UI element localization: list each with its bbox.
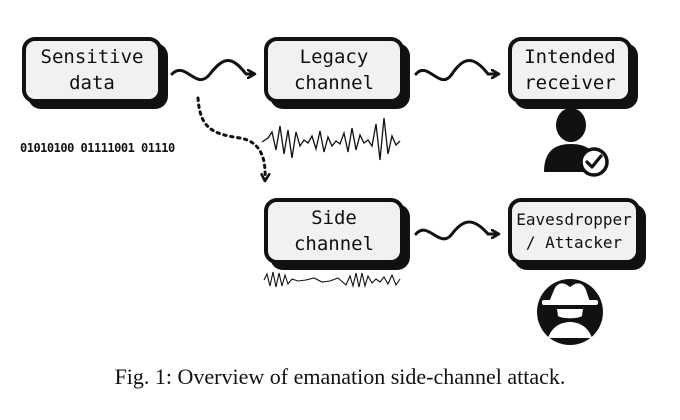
arrow-data-to-side	[196, 96, 265, 180]
side-signal-waveform	[263, 271, 401, 289]
spy-icon	[537, 279, 603, 345]
binary-data-text: 01010100 01111001 01110	[20, 141, 175, 155]
node-eavesdropper: Eavesdropper / Attacker	[508, 198, 640, 264]
node-legacy-channel: Legacy channel	[264, 37, 404, 103]
arrow-data-to-legacy	[170, 59, 254, 82]
user-check-icon	[544, 108, 609, 177]
node-sensitive-data: Sensitive data	[22, 37, 162, 103]
arrow-side-to-eavesdropper	[414, 220, 498, 241]
node-side-channel: Side channel	[264, 198, 404, 264]
arrow-legacy-to-receiver	[414, 59, 498, 82]
node-intended-receiver: Intended receiver	[508, 37, 632, 103]
legacy-signal-waveform	[261, 117, 401, 161]
figure-caption: Fig. 1: Overview of emanation side-chann…	[114, 364, 566, 389]
